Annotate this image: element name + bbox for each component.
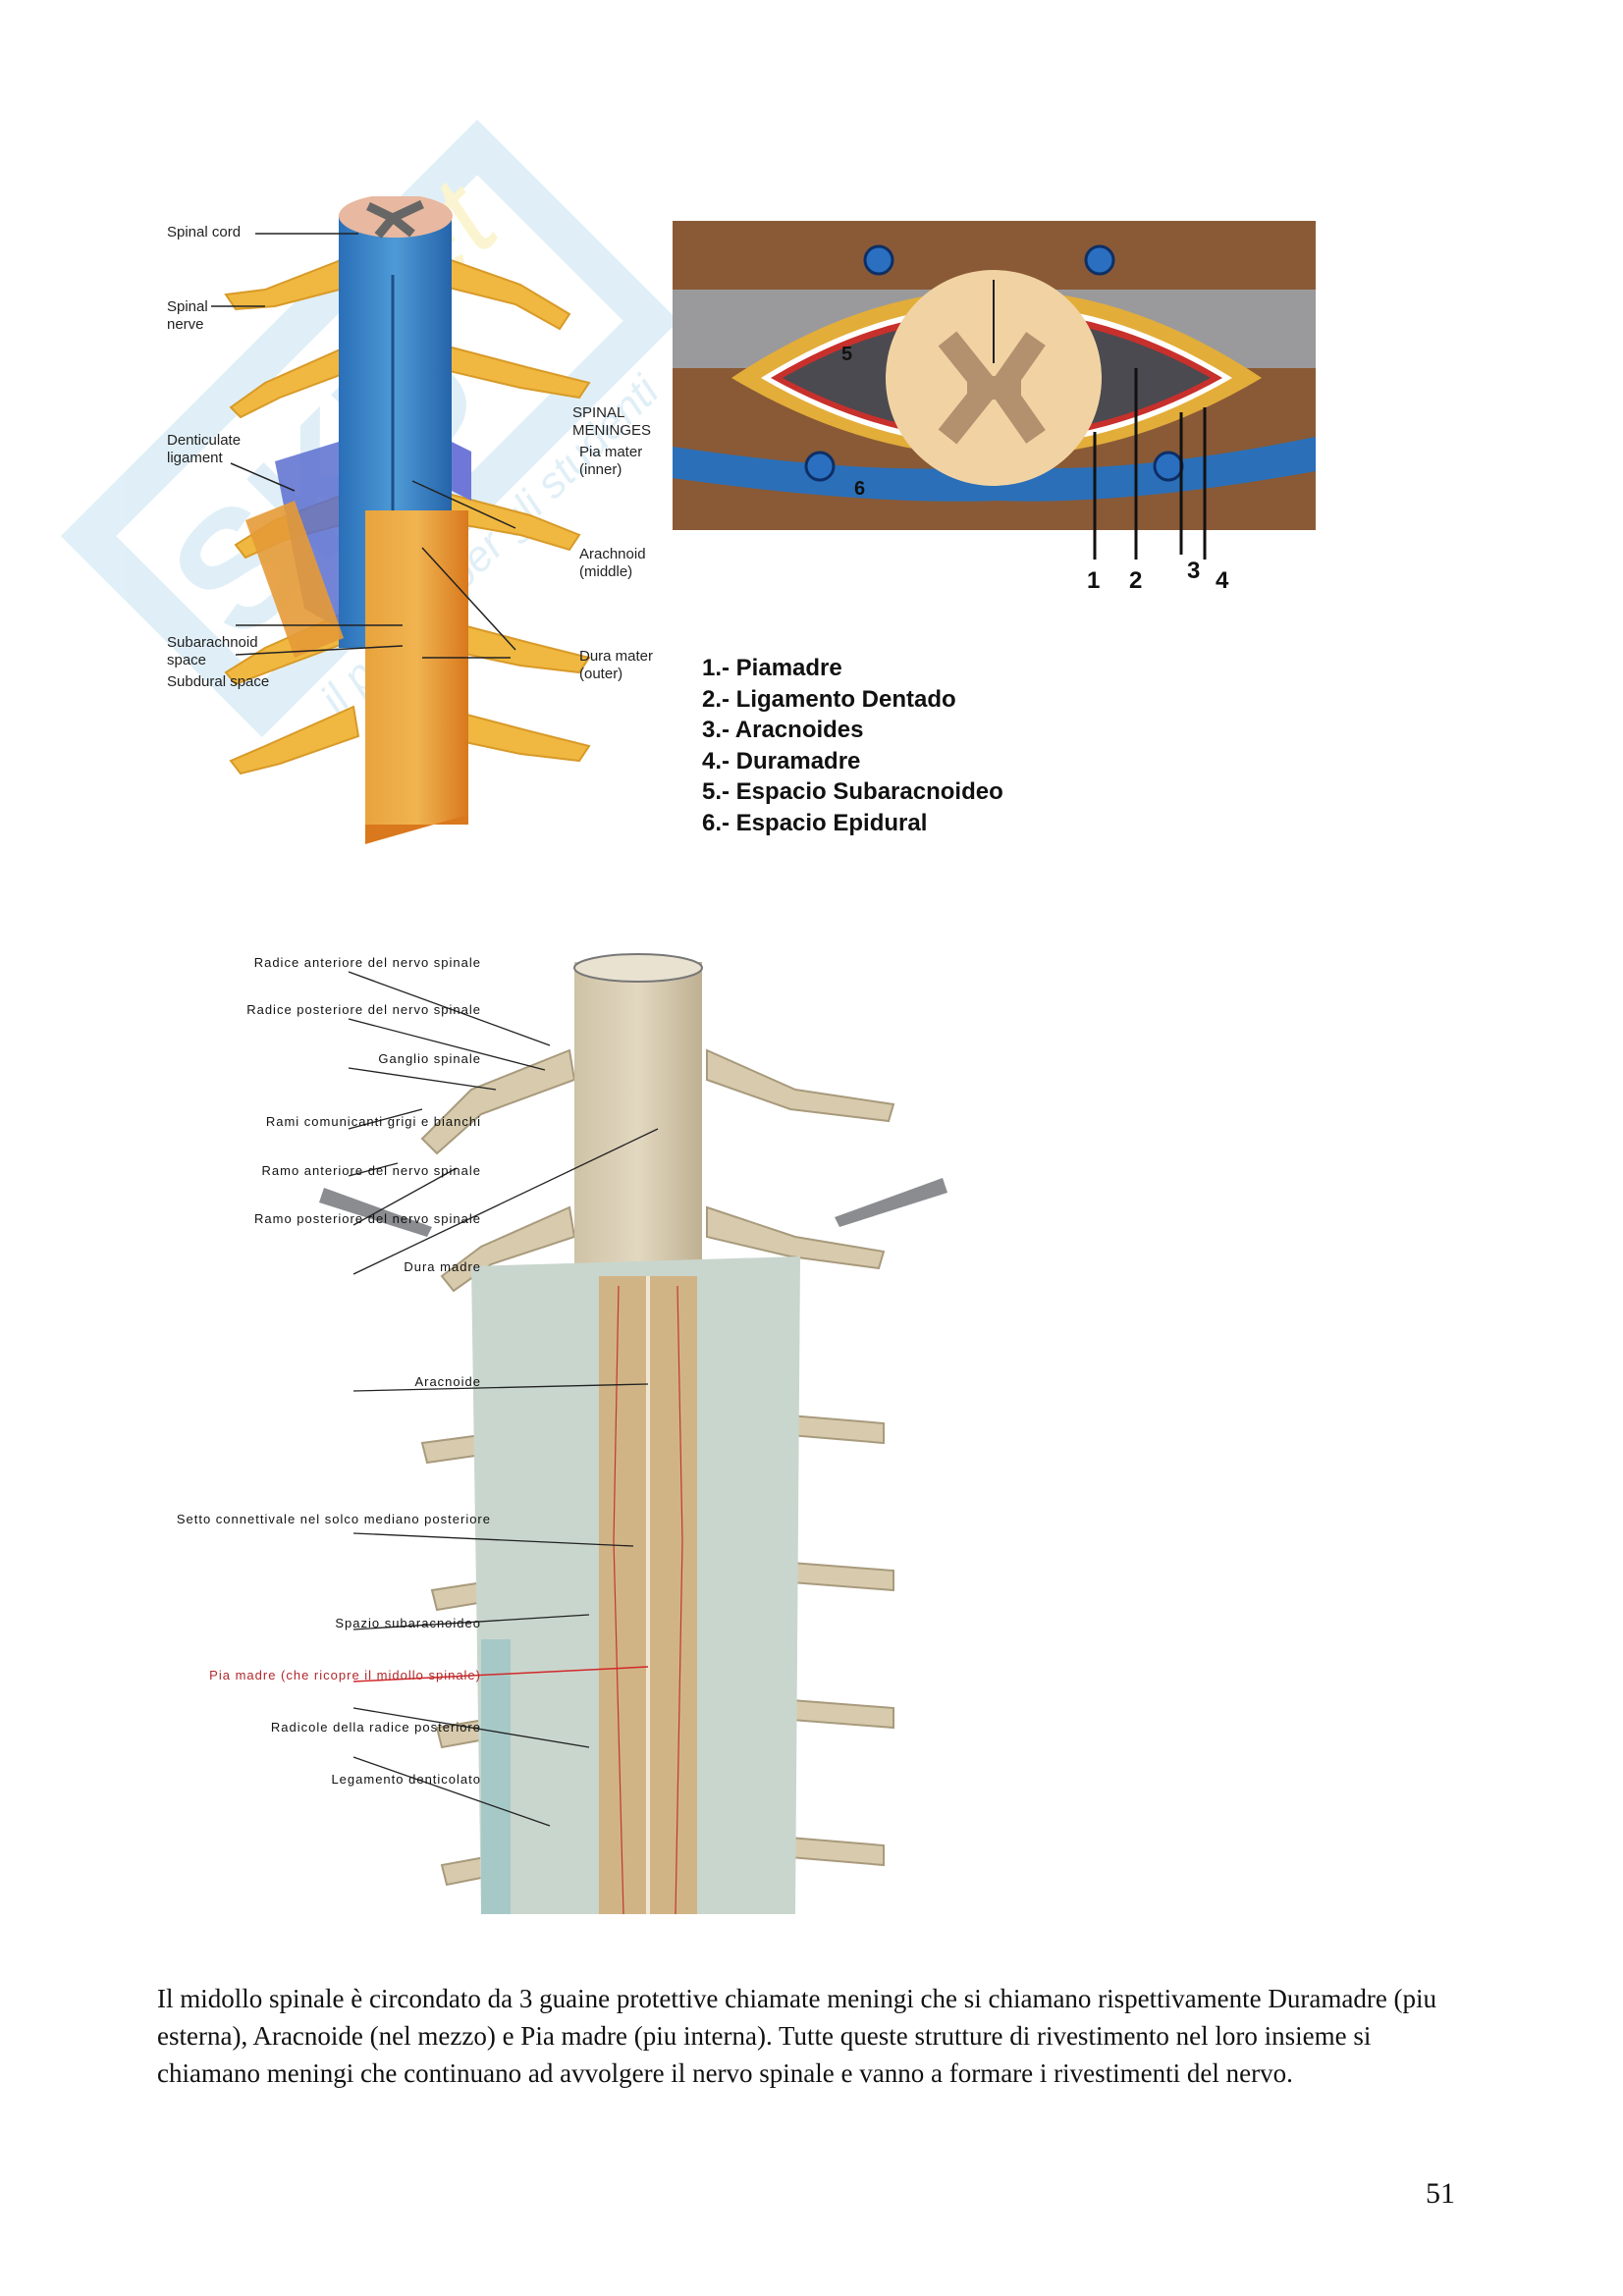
label-radice-anteriore: Radice anteriore del nervo spinale [253, 955, 481, 970]
legend-item: 4.- Duramadre [702, 747, 861, 774]
label-spinal-nerve-line1: Spinal [167, 298, 208, 315]
legend-item: 2.- Ligamento Dentado [702, 685, 956, 713]
label-radice-posteriore: Radice posteriore del nervo spinale [246, 1002, 481, 1017]
callout-4: 4 [1216, 567, 1229, 594]
label-ganglio-spinale: Ganglio spinale [378, 1051, 481, 1066]
label-subarachnoid-line2: space [167, 652, 207, 668]
label-dura-mater-line1: Dura mater [579, 648, 654, 665]
page-number: 51 [1426, 2177, 1455, 2210]
label-denticulate-line1: Denticulate [167, 432, 242, 449]
label-spinal-cord: Spinal cord [167, 224, 242, 240]
label-pia-mater-line2: (inner) [579, 461, 622, 478]
spinal-meninges-illustration [211, 196, 591, 844]
spinal-posterior-view-illustration [319, 953, 947, 1914]
label-arachnoid-line2: (middle) [579, 563, 633, 580]
legend-item: 5.- Espacio Subaracnoideo [702, 778, 1003, 805]
legend-item: 3.- Aracnoides [702, 717, 864, 743]
label-spazio-subaracnoideo: Spazio subaracnoideo [335, 1616, 481, 1630]
label-ramo-anteriore: Ramo anteriore del nervo spinale [261, 1163, 481, 1178]
label-spinal-meninges-line2: MENINGES [572, 422, 652, 439]
legend-item: 1.- Piamadre [702, 655, 842, 681]
label-radicole: Radicole della radice posteriore [270, 1720, 481, 1735]
callout-5: 5 [841, 344, 853, 365]
label-setto-connettivale: Setto connettivale nel solco mediano pos… [176, 1512, 491, 1526]
cross-section-legend: 1.- Piamadre 2.- Ligamento Dentado 3.- A… [702, 653, 1003, 838]
label-subdural-space: Subdural space [167, 673, 270, 690]
label-legamento-denticolato: Legamento denticolato [331, 1772, 481, 1787]
label-dura-madre: Dura madre [404, 1259, 481, 1274]
callout-6: 6 [854, 478, 866, 500]
label-ramo-posteriore: Ramo posteriore del nervo spinale [254, 1211, 481, 1226]
label-dura-mater-line2: (outer) [579, 666, 623, 682]
label-spinal-nerve-line2: nerve [167, 316, 204, 333]
label-subarachnoid-line1: Subarachnoid [167, 634, 258, 651]
spinal-cross-section-illustration [673, 221, 1316, 560]
legend-item: 6.- Espacio Epidural [702, 809, 928, 836]
label-pia-madre: Pia madre (che ricopre il midollo spinal… [209, 1668, 481, 1682]
label-spinal-meninges-line1: SPINAL [572, 404, 625, 421]
callout-2: 2 [1129, 567, 1143, 594]
label-pia-mater-line1: Pia mater [579, 444, 643, 460]
label-aracnoide: Aracnoide [414, 1374, 481, 1389]
callout-1: 1 [1087, 567, 1101, 594]
label-denticulate-line2: ligament [167, 450, 223, 466]
label-rami-comunicanti: Rami comunicanti grigi e bianchi [265, 1114, 481, 1129]
callout-3: 3 [1187, 558, 1201, 584]
label-arachnoid-line1: Arachnoid [579, 546, 646, 562]
body-paragraph: Il midollo spinale è circondato da 3 gua… [157, 1984, 1437, 2088]
